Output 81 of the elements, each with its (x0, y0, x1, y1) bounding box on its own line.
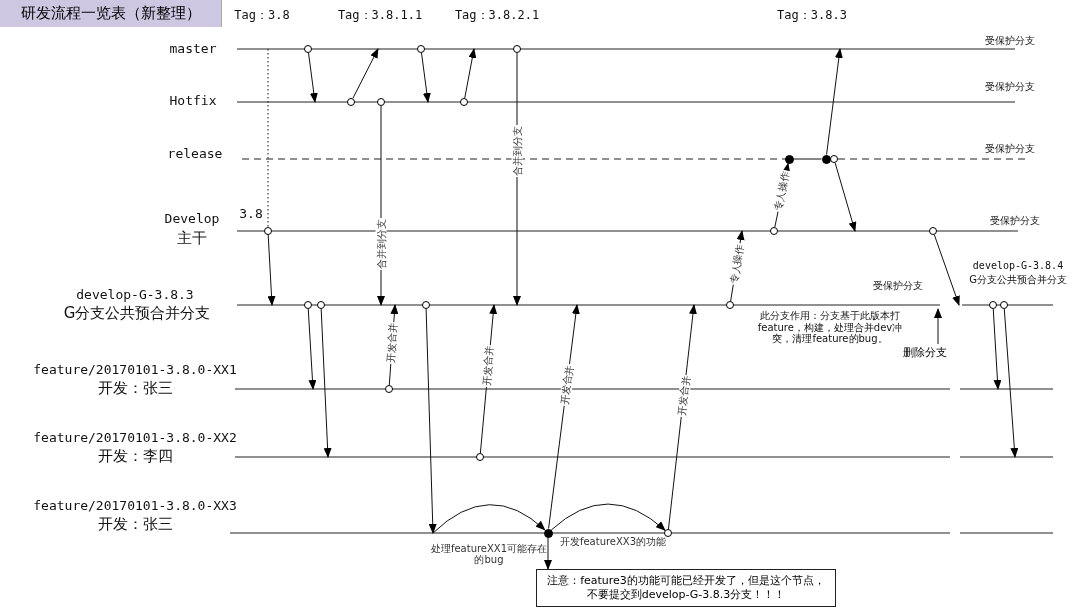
branch-note: 受保护分支 (990, 215, 1040, 227)
commit-circle (417, 45, 425, 53)
commit-circle (317, 301, 325, 309)
commit-circle (513, 45, 521, 53)
edge-label: 专人操作 (727, 242, 746, 286)
developer-label: 开发：张三 (97, 380, 173, 398)
commit-circle (377, 98, 385, 106)
commit-circle (304, 45, 312, 53)
edge-label: 开发featureXX3的功能 (558, 536, 668, 547)
commit-circle (770, 227, 778, 235)
branch-name: Develop (164, 211, 220, 227)
branch-name: feature/20170101-3.8.0-XX1 (33, 362, 237, 378)
branch-note: 受保护分支 (873, 280, 923, 292)
commit-circle (460, 98, 468, 106)
commit-circle (830, 155, 838, 163)
commit-circle (422, 301, 430, 309)
branch-subtitle: 主干 (177, 230, 207, 248)
edge-label: 开发合并 (675, 374, 692, 418)
version-label: 3.8 (239, 206, 263, 222)
branch-name: develop-G-3.8.3 (76, 287, 194, 303)
dotted-line (267, 48, 269, 228)
edge-label: 开发合并 (481, 344, 496, 388)
branch-note: 受保护分支 (985, 81, 1035, 93)
arrow (992, 308, 1002, 390)
annotation-text: 删除分支 (900, 344, 950, 360)
curved-arrow (432, 504, 546, 534)
arrow (425, 308, 437, 534)
commit-circle (347, 98, 355, 106)
note-box: 注意：feature3的功能可能已经开发了，但是这个节点，不要提交到develop-G-3.8.3分支！！！ (536, 569, 836, 607)
arrow (933, 234, 960, 306)
commit-circle (476, 453, 484, 461)
commit-circle (989, 301, 997, 309)
branch-name: feature/20170101-3.8.0-XX2 (33, 430, 237, 446)
arrow (464, 48, 477, 99)
branch-name: feature/20170101-3.8.0-XX3 (33, 498, 237, 514)
arrow (834, 162, 857, 232)
commit-circle (664, 529, 672, 537)
arrow (934, 308, 942, 345)
arrow (320, 308, 332, 458)
branch-name: master (169, 41, 217, 57)
edge-label: 合并到分支 (511, 125, 523, 178)
edge-label: 开发合并 (385, 321, 400, 365)
tag-label: Tag：3.8.2.1 (454, 9, 540, 23)
arrow (421, 52, 431, 103)
arrow (544, 537, 552, 570)
commit-dot (543, 528, 553, 538)
arrow (267, 234, 276, 306)
tag-label: Tag：3.8.1.1 (337, 9, 423, 23)
description-text: 此分支作用：分支基于此版本打feature，构建，处理合并dev冲突，清理feature的bug。 (756, 309, 904, 345)
branch-name: release (167, 146, 223, 162)
commit-circle (385, 385, 393, 393)
edge-label: 开发合并 (558, 363, 575, 407)
branch-note: 受保护分支 (985, 143, 1035, 155)
commit-circle (929, 227, 937, 235)
arrow (307, 308, 317, 390)
commit-dot (821, 154, 831, 164)
developer-label: 开发：张三 (97, 516, 173, 534)
commit-circle (304, 301, 312, 309)
edge-label: 处理featureXX1可能存在的bug (429, 543, 549, 565)
arrow (826, 48, 843, 156)
branch-name: Hotfix (169, 93, 217, 109)
arrow (513, 52, 521, 306)
commit-circle (1000, 301, 1008, 309)
developer-label: 开发：李四 (97, 448, 173, 466)
edge-label: 专人操作 (772, 169, 792, 214)
arrow (308, 52, 318, 103)
branch-subtitle: G分支公共预合并分支 (969, 274, 1067, 286)
commit-dot (784, 154, 794, 164)
title-banner: 研发流程一览表（新整理） (0, 0, 222, 27)
commit-circle (726, 301, 734, 309)
tag-label: Tag：3.8 (234, 9, 290, 23)
curved-arrow (550, 503, 666, 531)
edge-label: 合并到分支 (375, 218, 387, 271)
connector-line (793, 158, 822, 160)
branch-subtitle: G分支公共预合并分支 (63, 305, 211, 323)
commit-circle (264, 227, 272, 235)
branch-name: develop-G-3.8.4 (972, 260, 1064, 272)
arrow (1003, 308, 1019, 458)
branch-note: 受保护分支 (985, 35, 1035, 47)
tag-label: Tag：3.8.3 (777, 9, 847, 23)
arrow (352, 48, 379, 99)
